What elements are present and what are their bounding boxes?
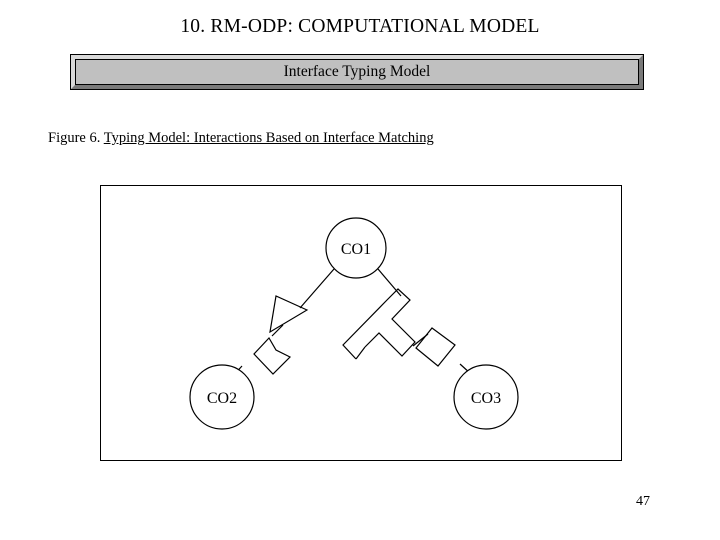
node-co2-circle: [189, 364, 255, 430]
diamond-plug-icon: [415, 327, 456, 367]
edge-co1-co3-segment-upper: [377, 268, 402, 297]
node-co1: CO1: [325, 217, 387, 279]
triangle-arrowhead-icon: [269, 295, 309, 334]
page-number: 47: [636, 494, 650, 509]
section-banner: Interface Typing Model: [70, 54, 644, 90]
node-co1-circle: [325, 217, 387, 279]
banner-label: Interface Typing Model: [283, 63, 431, 80]
figure-caption: Figure 6. Typing Model: Interactions Bas…: [48, 130, 434, 147]
node-co3-circle: [453, 364, 519, 430]
diagram-frame: CO1 CO2 CO3: [100, 185, 622, 461]
edge-co1-co3: [342, 268, 472, 375]
node-co1-label: CO1: [341, 241, 371, 258]
node-co2: CO2: [189, 364, 255, 430]
bracket-hook-icon: [342, 288, 416, 360]
typing-model-diagram: CO1 CO2 CO3: [189, 217, 519, 430]
node-co3: CO3: [453, 364, 519, 430]
edge-co1-co2-segment-middle: [271, 324, 284, 337]
banner-bevel: [71, 55, 643, 89]
node-co2-label: CO2: [207, 390, 237, 407]
figure-caption-label: Figure 6.: [48, 130, 104, 146]
page-title: 10. RM-ODP: COMPUTATIONAL MODEL: [180, 16, 540, 37]
concave-socket-icon: [253, 337, 292, 375]
bracket-hook-icon-close: [355, 346, 366, 360]
edge-co1-co2-segment-upper: [299, 268, 335, 309]
node-co3-label: CO3: [471, 390, 501, 407]
figure-caption-title: Typing Model: Interactions Based on Inte…: [103, 130, 434, 146]
